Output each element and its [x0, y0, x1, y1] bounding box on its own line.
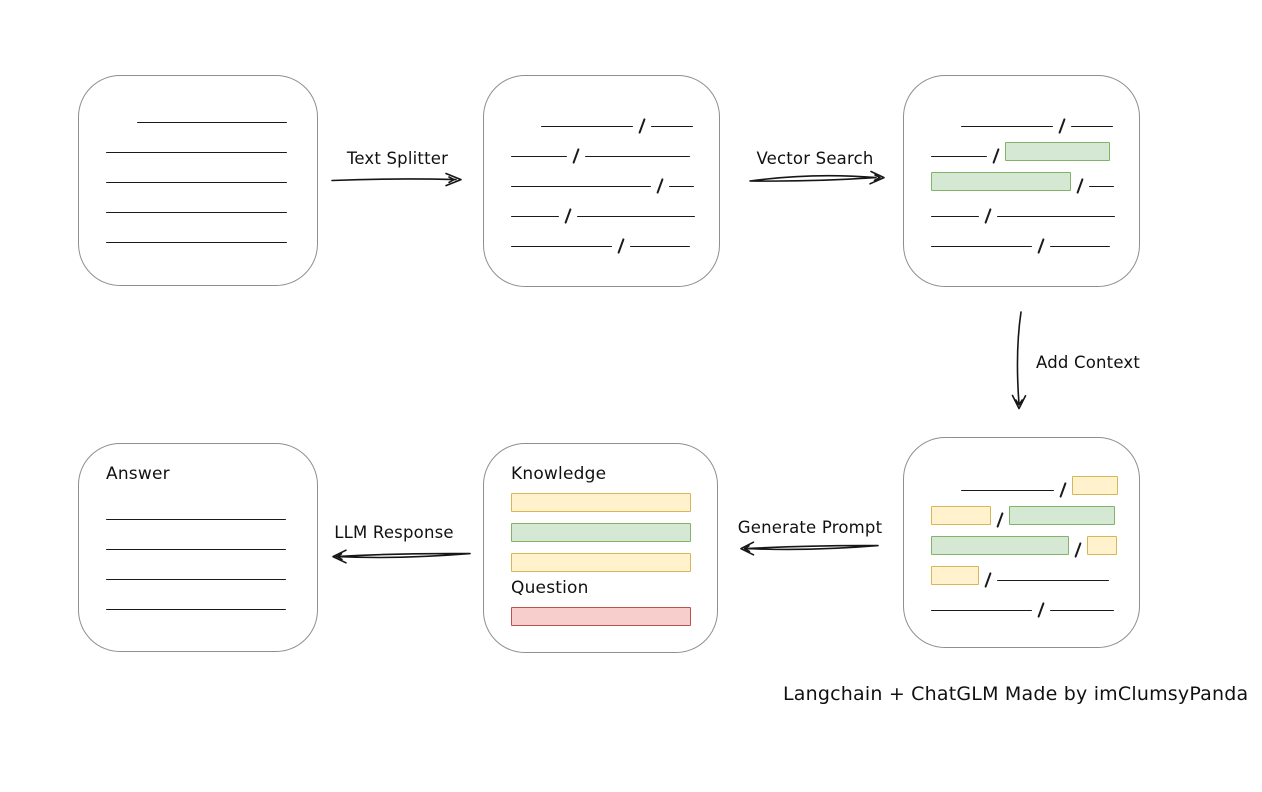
- llm-response-label: LLM Response: [334, 523, 454, 542]
- text-line: [1050, 610, 1114, 611]
- diagram-row: [931, 102, 1139, 134]
- separator-slash: [617, 238, 625, 254]
- diagram-row: [106, 495, 317, 525]
- diagram-caption: Langchain + ChatGLM Made by imClumsyPand…: [783, 683, 1249, 705]
- prompt-box: Knowledge Question: [483, 443, 718, 653]
- diagram-row: [106, 525, 317, 555]
- text-line: [541, 126, 633, 127]
- diagram-row: [106, 158, 317, 188]
- text-line: [511, 216, 559, 217]
- diagram-row: [106, 188, 317, 218]
- generate-prompt-label: Generate Prompt: [737, 518, 883, 537]
- answer-box: Answer: [78, 443, 318, 652]
- text-line: [106, 549, 286, 550]
- text-line: [931, 216, 979, 217]
- text-line: [931, 610, 1032, 611]
- yellow-prompt-bar: [511, 493, 691, 512]
- question-label: Question: [511, 578, 589, 598]
- yellow-prompt-bar: [511, 553, 691, 572]
- highlight-yellow-bar: [1087, 536, 1117, 555]
- diagram-row: [931, 192, 1139, 224]
- text-splitter-arrow: [331, 172, 462, 187]
- knowledge-bars: [511, 493, 717, 572]
- diagram-row: [931, 222, 1139, 254]
- text-line: [1050, 246, 1110, 247]
- diagram-row: [511, 132, 719, 164]
- context-chunks-box: [903, 437, 1140, 648]
- text-line: [931, 156, 987, 157]
- diagram-row: [511, 192, 719, 224]
- text-line: [106, 579, 286, 580]
- text-line: [106, 609, 286, 610]
- text-line: [511, 246, 612, 247]
- chunk-lines: [484, 76, 719, 254]
- add-context-label: Add Context: [1036, 353, 1141, 372]
- add-context-arrow: [1011, 311, 1027, 410]
- diagram-row: [511, 162, 719, 194]
- highlight-green-bar: [931, 172, 1071, 191]
- text-line: [997, 580, 1109, 581]
- highlight-green-bar: [1005, 142, 1110, 161]
- diagram-row: [931, 466, 1139, 498]
- highlight-green-bar: [1009, 506, 1115, 525]
- text-line: [106, 212, 287, 213]
- diagram-row: [931, 526, 1139, 558]
- text-line: [997, 216, 1115, 217]
- text-splitter-label: Text Splitter: [346, 149, 449, 168]
- text-line: [511, 156, 567, 157]
- text-line: [1089, 186, 1114, 187]
- diagram-row: [511, 222, 719, 254]
- generate-prompt-arrow: [740, 541, 879, 556]
- diagram-row: [931, 496, 1139, 528]
- vector-search-arrow: [749, 170, 885, 185]
- diagram-row: [106, 555, 317, 585]
- text-line: [931, 246, 1032, 247]
- answer-lines: [106, 495, 317, 615]
- diagram-row: [511, 102, 719, 134]
- search-result-lines: [904, 76, 1139, 254]
- highlight-green-bar: [931, 536, 1069, 555]
- knowledge-label: Knowledge: [511, 464, 607, 484]
- document-lines: [79, 76, 317, 248]
- text-line: [651, 126, 693, 127]
- text-line: [106, 242, 287, 243]
- answer-label: Answer: [106, 464, 170, 484]
- text-line: [630, 246, 690, 247]
- text-line: [106, 519, 286, 520]
- highlight-yellow-bar: [931, 506, 991, 525]
- text-line: [961, 126, 1053, 127]
- diagram-row: [106, 585, 317, 615]
- text-line: [106, 182, 287, 183]
- red-prompt-bar: [511, 607, 691, 626]
- highlight-yellow-bar: [1072, 476, 1118, 495]
- llm-response-arrow: [332, 549, 471, 564]
- green-prompt-bar: [511, 523, 691, 542]
- text-line: [106, 152, 287, 153]
- text-line: [577, 216, 695, 217]
- split-chunks-box: [483, 75, 720, 287]
- source-document-box: [78, 75, 318, 286]
- text-line: [585, 156, 690, 157]
- highlight-yellow-bar: [931, 566, 979, 585]
- context-lines: [904, 438, 1139, 618]
- separator-slash: [1037, 602, 1045, 618]
- diagram-row: [931, 162, 1139, 194]
- separator-slash: [1037, 238, 1045, 254]
- diagram-row: [931, 556, 1139, 588]
- question-bars: [511, 607, 717, 626]
- text-line: [511, 186, 651, 187]
- diagram-row: [931, 586, 1139, 618]
- diagram-row: [106, 98, 317, 128]
- diagram-row: [106, 128, 317, 158]
- text-line: [137, 122, 287, 123]
- text-line: [961, 490, 1054, 491]
- diagram-row: [106, 218, 317, 248]
- text-line: [1071, 126, 1113, 127]
- text-line: [669, 186, 694, 187]
- vector-search-label: Vector Search: [756, 149, 874, 168]
- vector-search-results-box: [903, 75, 1140, 287]
- diagram-row: [931, 132, 1139, 164]
